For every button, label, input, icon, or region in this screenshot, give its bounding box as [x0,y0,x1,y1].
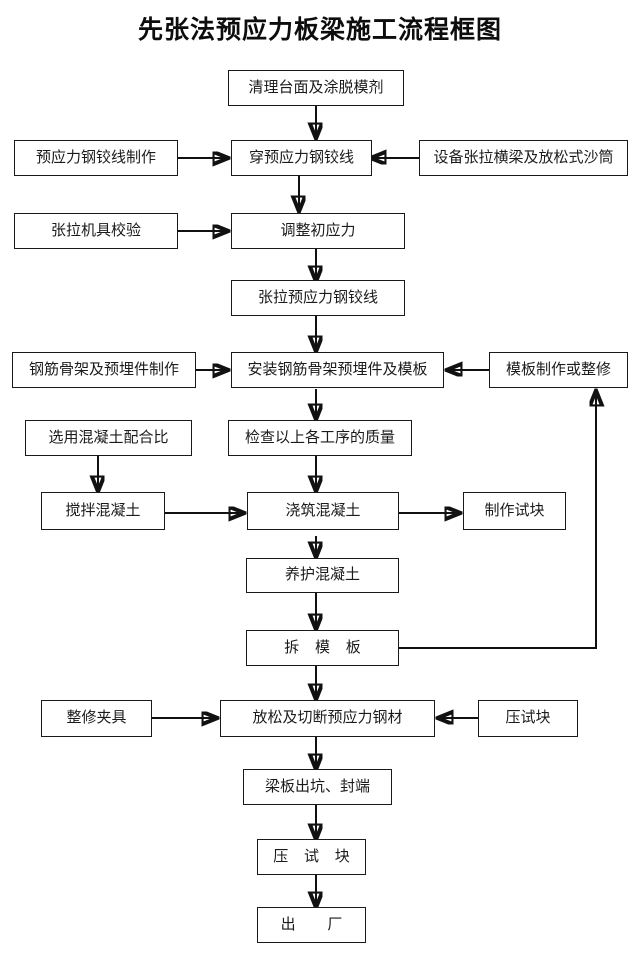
node-tensioning-equipment-calibration[interactable]: 张拉机具校验 [14,213,178,249]
node-beam-slab-out-of-pit-sealing[interactable]: 梁板出坑、封端 [243,769,392,805]
node-adjust-initial-stress[interactable]: 调整初应力 [231,213,405,249]
node-leave-factory[interactable]: 出 厂 [257,907,366,943]
node-install-rebar-cage-embedded-formwork[interactable]: 安装钢筋骨架预埋件及模板 [231,352,444,388]
node-pour-concrete[interactable]: 浇筑混凝土 [247,492,399,530]
node-formwork-fabrication-or-repair[interactable]: 模板制作或整修 [489,352,628,388]
node-press-test-block[interactable]: 压 试 块 [257,839,366,875]
node-rebar-cage-embedded-parts-fabrication[interactable]: 钢筋骨架及预埋件制作 [12,352,196,388]
node-release-and-cut-prestress-steel[interactable]: 放松及切断预应力钢材 [220,700,435,737]
node-mix-concrete[interactable]: 搅拌混凝土 [41,492,165,530]
node-repair-clamps[interactable]: 整修夹具 [41,700,152,737]
node-inspect-previous-process-quality[interactable]: 检查以上各工序的质量 [228,420,412,456]
node-tension-crossbeam-sand-cylinder[interactable]: 设备张拉横梁及放松式沙筒 [419,140,628,176]
node-remove-formwork[interactable]: 拆 模 板 [246,630,399,666]
node-thread-prestress-strand[interactable]: 穿预应力钢铰线 [231,140,372,176]
node-make-test-block[interactable]: 制作试块 [463,492,566,530]
node-prestress-strand-fabrication[interactable]: 预应力钢铰线制作 [14,140,178,176]
node-select-concrete-mix-ratio[interactable]: 选用混凝土配合比 [25,420,192,456]
node-press-test-block-side[interactable]: 压试块 [478,700,578,737]
node-cure-concrete[interactable]: 养护混凝土 [246,558,399,593]
node-clean-table-release-agent[interactable]: 清理台面及涂脱模剂 [228,70,404,106]
page-title: 先张法预应力板梁施工流程框图 [137,17,502,44]
node-tension-prestress-strand[interactable]: 张拉预应力钢铰线 [231,280,405,316]
